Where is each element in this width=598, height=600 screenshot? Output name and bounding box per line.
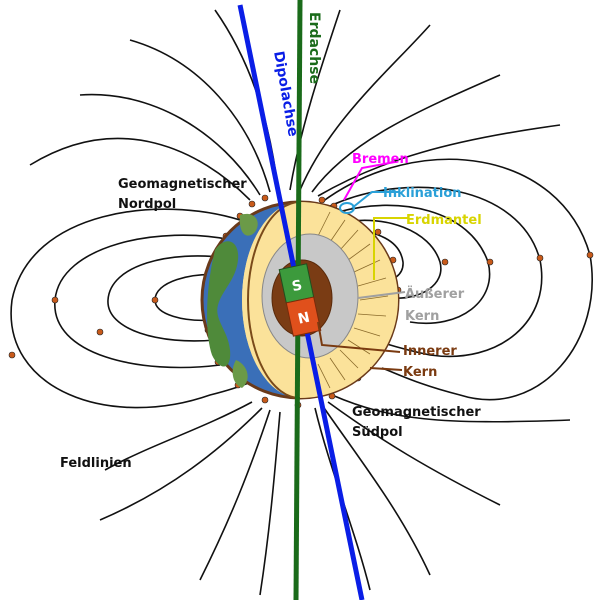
arrow-marker — [486, 258, 494, 266]
field-line — [99, 407, 263, 521]
field-line — [259, 411, 281, 596]
arrow-marker — [151, 296, 159, 304]
arrow-marker — [51, 296, 59, 304]
arrow-marker — [261, 194, 269, 202]
arrow-marker — [248, 200, 256, 208]
bar-magnet: S N — [278, 263, 322, 337]
inklination-label: Inklination — [383, 186, 462, 201]
arrow-marker — [96, 328, 104, 336]
inklination-marker — [339, 202, 355, 214]
arrow-marker — [586, 251, 594, 259]
geomagnetic-north-label-1: Geomagnetischer — [118, 177, 247, 192]
field-line — [311, 74, 501, 193]
arrow-marker — [318, 196, 326, 204]
field-line — [317, 124, 561, 197]
geomagnetic-south-label-2: Südpol — [352, 425, 403, 440]
field-line — [344, 219, 442, 299]
mantle-stripes — [317, 211, 389, 389]
magnet-north — [285, 296, 322, 337]
erdmantel-callout — [373, 217, 408, 280]
erdachse-label: Erdachse — [306, 12, 322, 84]
magnet-n-label: N — [297, 310, 312, 328]
continent-shape — [207, 241, 239, 367]
inklination-callout — [351, 191, 400, 209]
aeusserer-label: Äußerer — [405, 286, 465, 302]
erdmantel-label: Erdmantel — [406, 213, 482, 228]
field-line — [331, 394, 571, 423]
aeusserer-kern-label: Kern — [405, 309, 439, 324]
field-line — [327, 401, 501, 506]
field-line — [299, 24, 431, 191]
field-line — [289, 9, 341, 191]
field-line — [104, 401, 253, 471]
geomagnetic-south-label-1: Geomagnetischer — [352, 405, 481, 420]
kern2-callout — [369, 367, 403, 371]
continent-shape — [239, 213, 258, 236]
arrow-marker — [374, 228, 382, 236]
field-line — [79, 93, 261, 196]
arrow-marker — [8, 351, 16, 359]
field-line — [199, 409, 271, 581]
geomagnetic-north-label-2: Nordpol — [118, 197, 176, 212]
mantle-boundary — [247, 201, 301, 399]
aeusserer-callout — [357, 291, 406, 299]
continent-shape — [232, 360, 248, 388]
field-line — [329, 186, 543, 358]
field-line — [129, 39, 271, 193]
magnet-s-label: S — [290, 277, 303, 295]
innerer-label: Innerer — [403, 344, 457, 359]
arrow-marker — [536, 254, 544, 262]
arrow-marker — [441, 258, 449, 266]
feldlinien-label: Feldlinien — [60, 456, 132, 471]
field-line — [29, 137, 251, 201]
innerer-callout — [317, 321, 401, 353]
dipolachse-label: Dipolachse — [270, 50, 301, 138]
field-line — [321, 158, 593, 401]
callout-lines — [317, 161, 408, 371]
innerer-kern-label: Kern — [403, 365, 437, 380]
field-line — [321, 404, 431, 576]
field-line — [107, 255, 229, 342]
bremen-callout — [343, 161, 396, 201]
field-line — [10, 208, 256, 409]
arrow-marker — [261, 396, 269, 404]
bremen-label: Bremen — [352, 152, 409, 167]
